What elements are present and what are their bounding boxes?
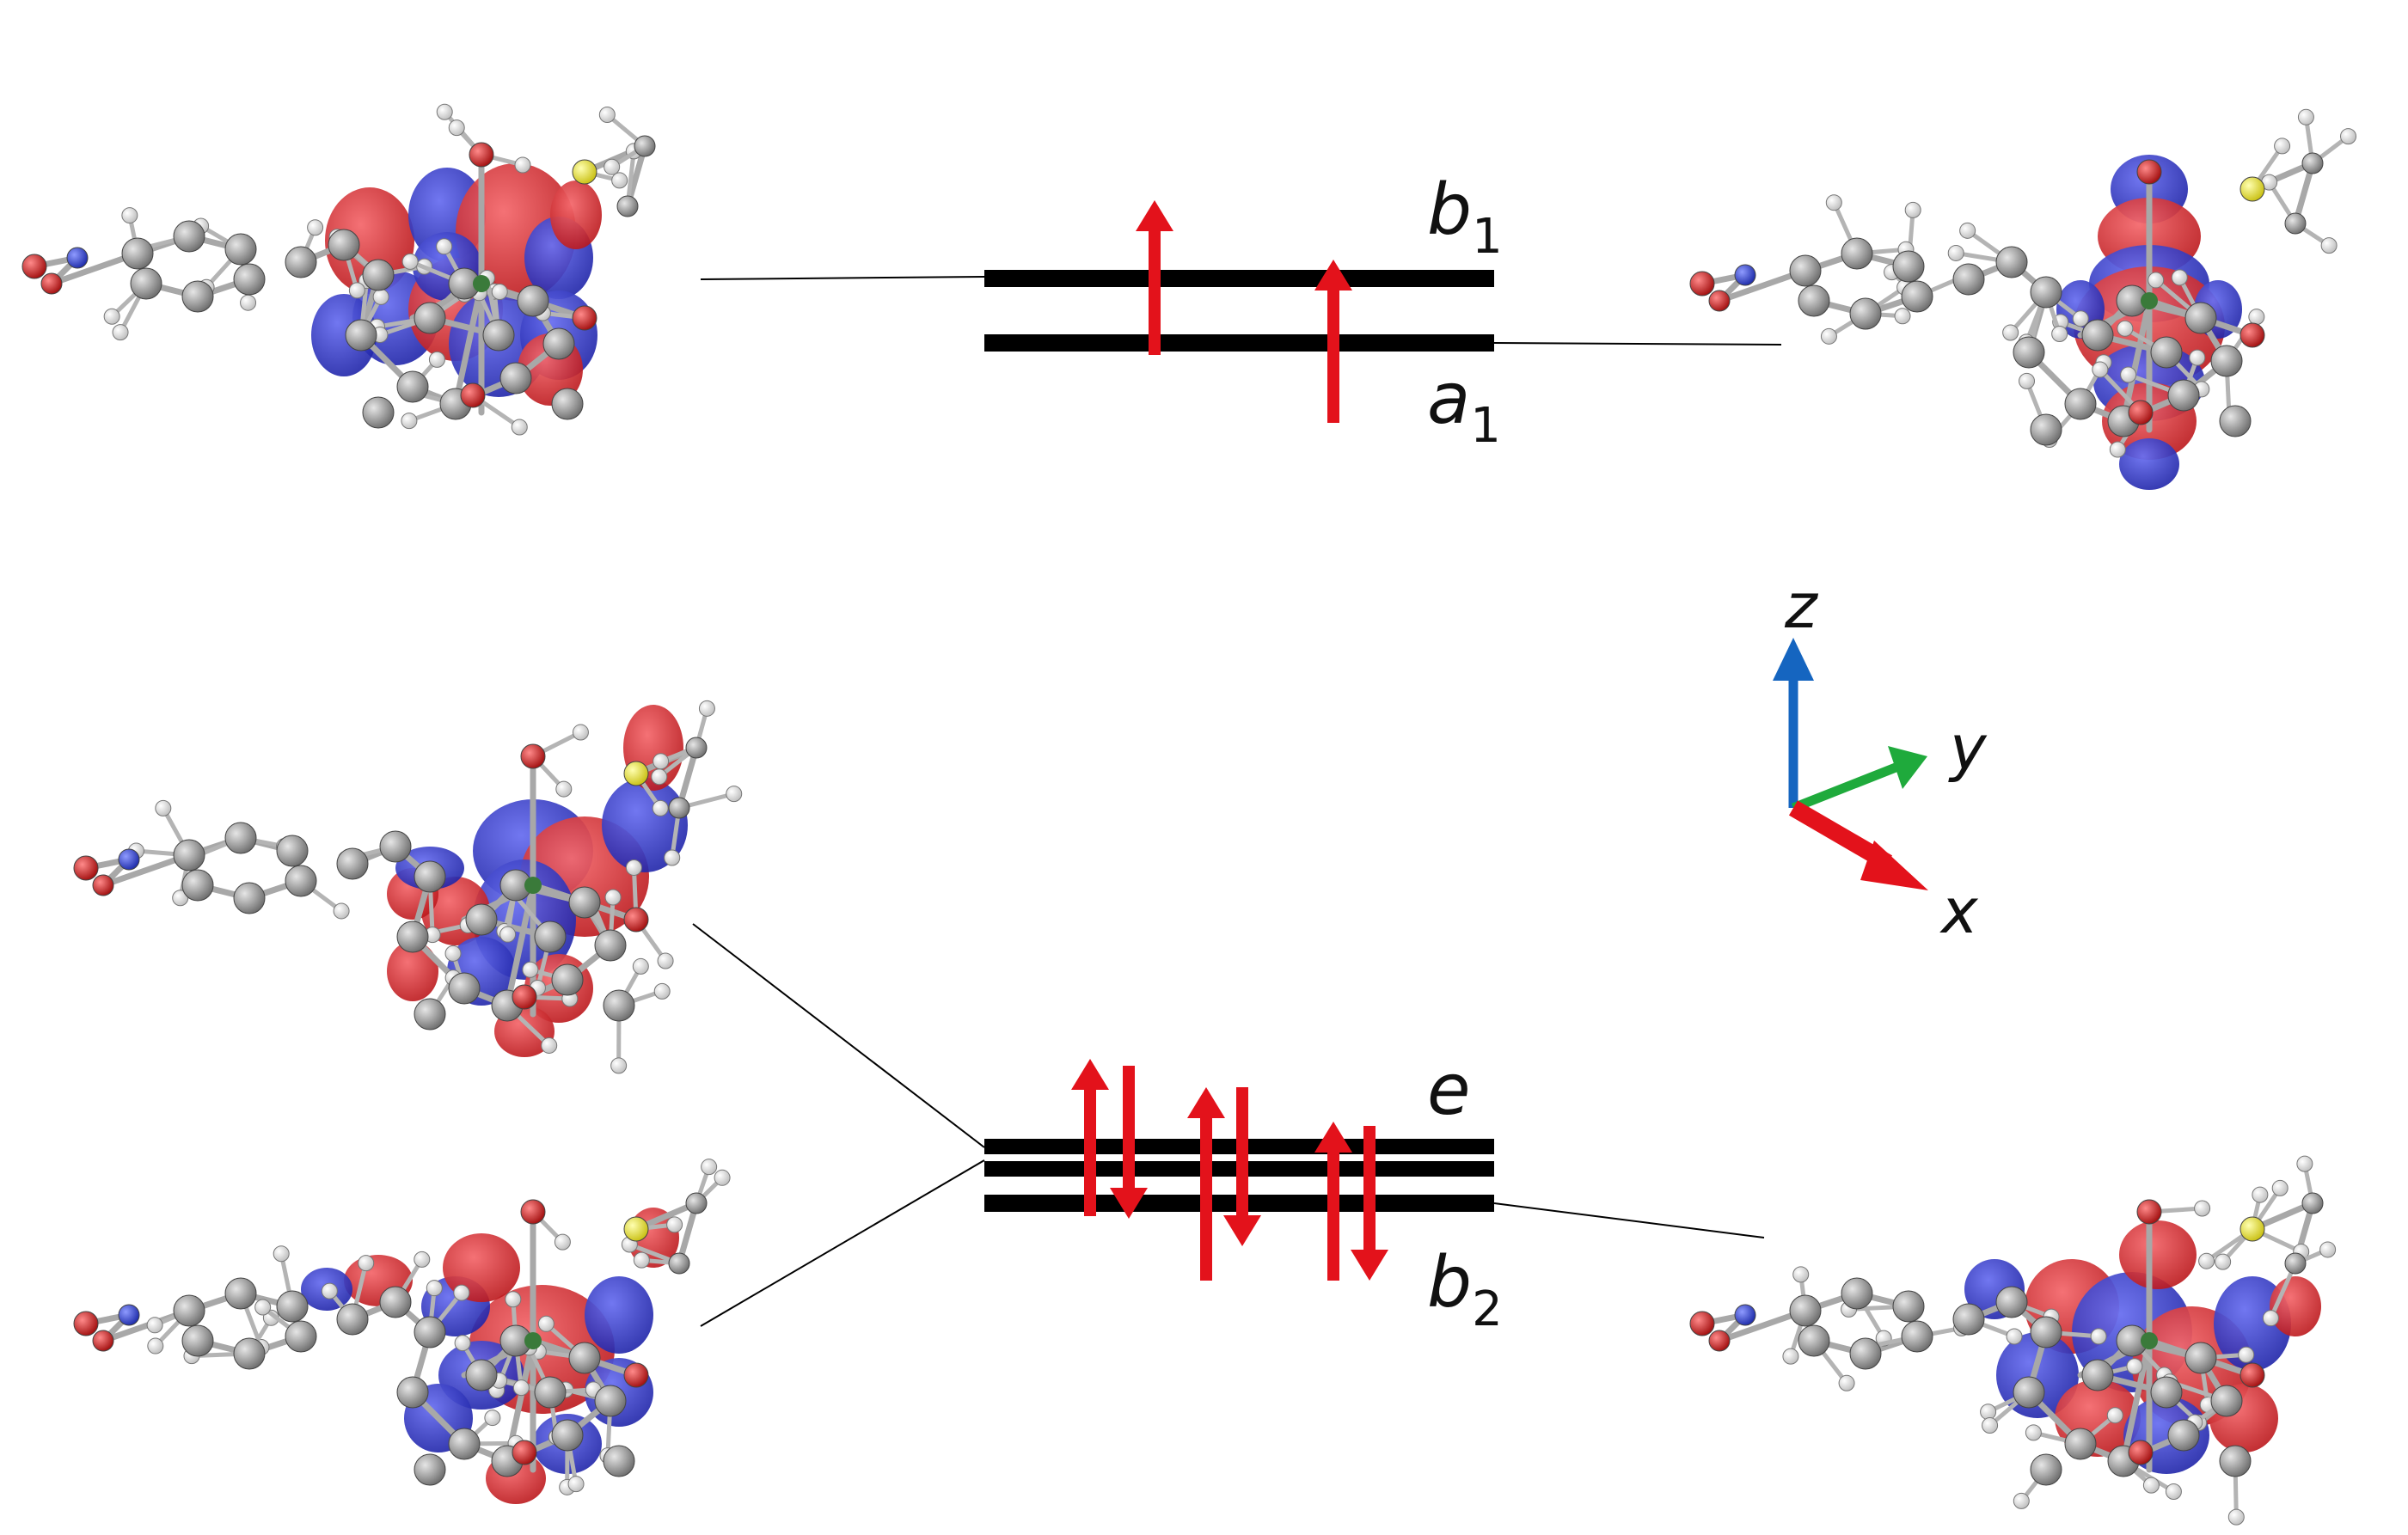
x-axis-label: x bbox=[1939, 875, 1979, 947]
spin-down-arrow bbox=[1351, 1126, 1388, 1281]
molecule-orbital-b2 bbox=[1689, 1155, 2337, 1526]
spin-up-arrow bbox=[1187, 1087, 1225, 1281]
level-label-b1: b1 bbox=[1427, 169, 1503, 265]
energy-level-a1 bbox=[984, 334, 1494, 352]
spin-up-arrow bbox=[1136, 200, 1173, 355]
level-label-b2: b2 bbox=[1427, 1242, 1503, 1337]
level-label-a1: a1 bbox=[1427, 358, 1501, 454]
connector-line-b1 bbox=[700, 276, 985, 280]
spin-up-arrow bbox=[1071, 1059, 1109, 1216]
molecule-orbital-b1 bbox=[21, 103, 656, 436]
molecule-orbital-a1 bbox=[1689, 108, 2357, 490]
connector-line-b2 bbox=[1493, 1202, 1765, 1238]
spin-down-arrow bbox=[1223, 1087, 1261, 1246]
connector-line-e-lower bbox=[700, 1159, 985, 1327]
axis-triad: z y x bbox=[1773, 570, 1988, 947]
y-axis-label: y bbox=[1948, 712, 1988, 784]
spin-up-arrow bbox=[1314, 1122, 1352, 1281]
spin-up-arrow bbox=[1314, 260, 1352, 423]
z-axis-arrowhead bbox=[1773, 638, 1814, 681]
energy-level-b1 bbox=[984, 270, 1494, 287]
spin-down-arrow bbox=[1110, 1066, 1148, 1219]
molecule-orbital-e-upper bbox=[73, 700, 743, 1074]
z-axis-label: z bbox=[1784, 570, 1819, 642]
connector-line-e-upper bbox=[692, 923, 985, 1148]
x-axis-arrowhead bbox=[1860, 841, 1928, 890]
connector-line-a1 bbox=[1493, 342, 1782, 346]
y-axis-arrowhead bbox=[1888, 746, 1927, 789]
y-axis-arrow bbox=[1791, 762, 1898, 813]
level-label-e: e bbox=[1427, 1049, 1470, 1131]
molecule-orbital-e-lower bbox=[73, 1159, 731, 1504]
